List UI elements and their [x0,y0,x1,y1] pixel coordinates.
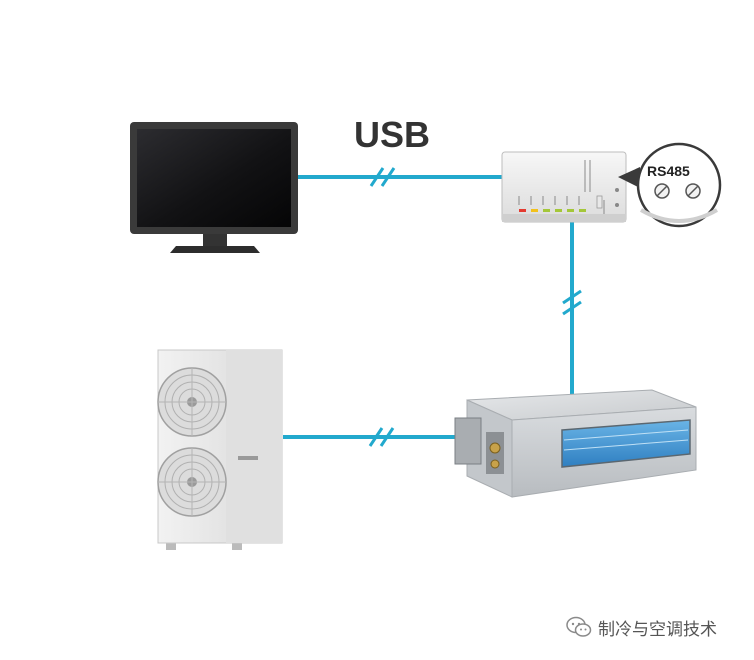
terminal-screw-icon [654,183,670,199]
break-mark-icon [562,289,582,316]
indoor-duct-unit-icon [454,389,697,498]
rs485-terminal-callout [618,142,722,228]
break-mark-icon [369,167,396,187]
outdoor-unit-icon [157,349,283,550]
watermark-text: 制冷与空调技术 [598,619,717,640]
wechat-icon [566,616,592,637]
converter-box-icon [501,151,627,223]
terminal-screw-icon [685,183,701,199]
fan-grille-top [157,367,227,437]
break-mark-icon [368,427,395,447]
watermark: 制冷与空调技术 [566,615,717,640]
fan-grille-bottom [157,447,227,517]
rs485-label: RS485 [647,163,690,179]
usb-label: USB [354,114,431,155]
monitor-icon [130,122,298,253]
